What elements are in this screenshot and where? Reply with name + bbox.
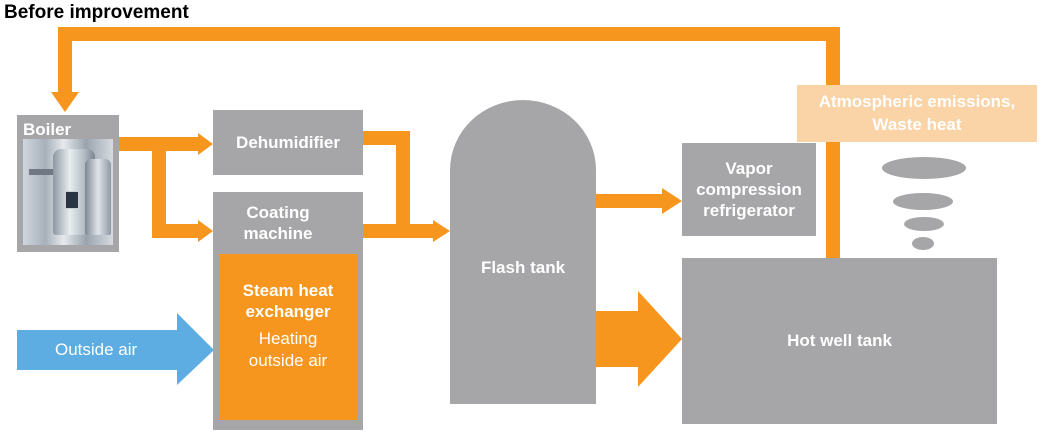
steam-heat-exchanger: Steam heat exchanger Heating outside air	[219, 254, 357, 420]
smoke-plume-icon-4	[912, 237, 934, 250]
return-pipe-top	[58, 27, 840, 41]
to-dehumidifier-arrowhead	[198, 133, 213, 155]
steam-heat-exchanger-label: Steam heat exchanger	[242, 281, 334, 322]
hot-well-tank-label: Hot well tank	[787, 331, 892, 351]
boiler-label: Boiler	[23, 120, 72, 139]
outside-air-label: Outside air	[55, 340, 138, 359]
to-hot-well-arrow	[596, 291, 682, 387]
to-flash-tank-arrowhead	[433, 220, 450, 242]
to-dehumidifier-pipe	[152, 137, 200, 151]
boiler-out-pipe	[119, 137, 159, 151]
outside-air-arrow	[17, 313, 214, 385]
smoke-plume-icon-3	[904, 217, 944, 231]
return-arrowhead	[51, 92, 79, 112]
flash-tank-body	[450, 100, 596, 404]
coating-machine-label: Coating machine	[243, 203, 313, 244]
smoke-plume-icon-1	[882, 157, 966, 179]
coating-machine-node: Coating machine Steam heat exchanger Hea…	[213, 192, 363, 430]
smoke-plume-icon-2	[893, 193, 953, 210]
dehumidifier-out-pipe	[363, 131, 403, 145]
to-refrigerator-arrowhead	[662, 188, 682, 214]
heating-outside-air-label: Heating outside air	[248, 329, 328, 371]
boiler-panel-icon	[65, 191, 79, 209]
return-pipe-riser	[826, 27, 840, 259]
boiler-node: Boiler	[17, 115, 119, 252]
return-pipe-drop	[58, 27, 72, 96]
coating-out-pipe	[363, 224, 435, 238]
dehumidifier-down-pipe	[396, 131, 410, 224]
boiler-split-pipe	[152, 137, 166, 238]
boiler-pipe-icon	[29, 169, 53, 175]
boiler-tank-secondary-icon	[85, 159, 111, 235]
to-coating-arrowhead	[198, 220, 213, 242]
emissions-label-box: Atmospheric emissions, Waste heat	[797, 85, 1037, 142]
dehumidifier-node: Dehumidifier	[213, 110, 363, 175]
hot-well-tank-node: Hot well tank	[682, 258, 997, 424]
to-refrigerator-pipe	[596, 194, 664, 208]
boiler-photo	[23, 139, 113, 245]
diagram-title: Before improvement	[4, 2, 189, 23]
dehumidifier-label: Dehumidifier	[236, 132, 340, 152]
emissions-label: Atmospheric emissions, Waste heat	[818, 92, 1016, 134]
refrigerator-label: Vapor compression refrigerator	[696, 158, 802, 221]
flash-tank-label: Flash tank	[480, 258, 566, 277]
to-coating-pipe	[152, 224, 200, 238]
refrigerator-node: Vapor compression refrigerator	[682, 143, 816, 236]
